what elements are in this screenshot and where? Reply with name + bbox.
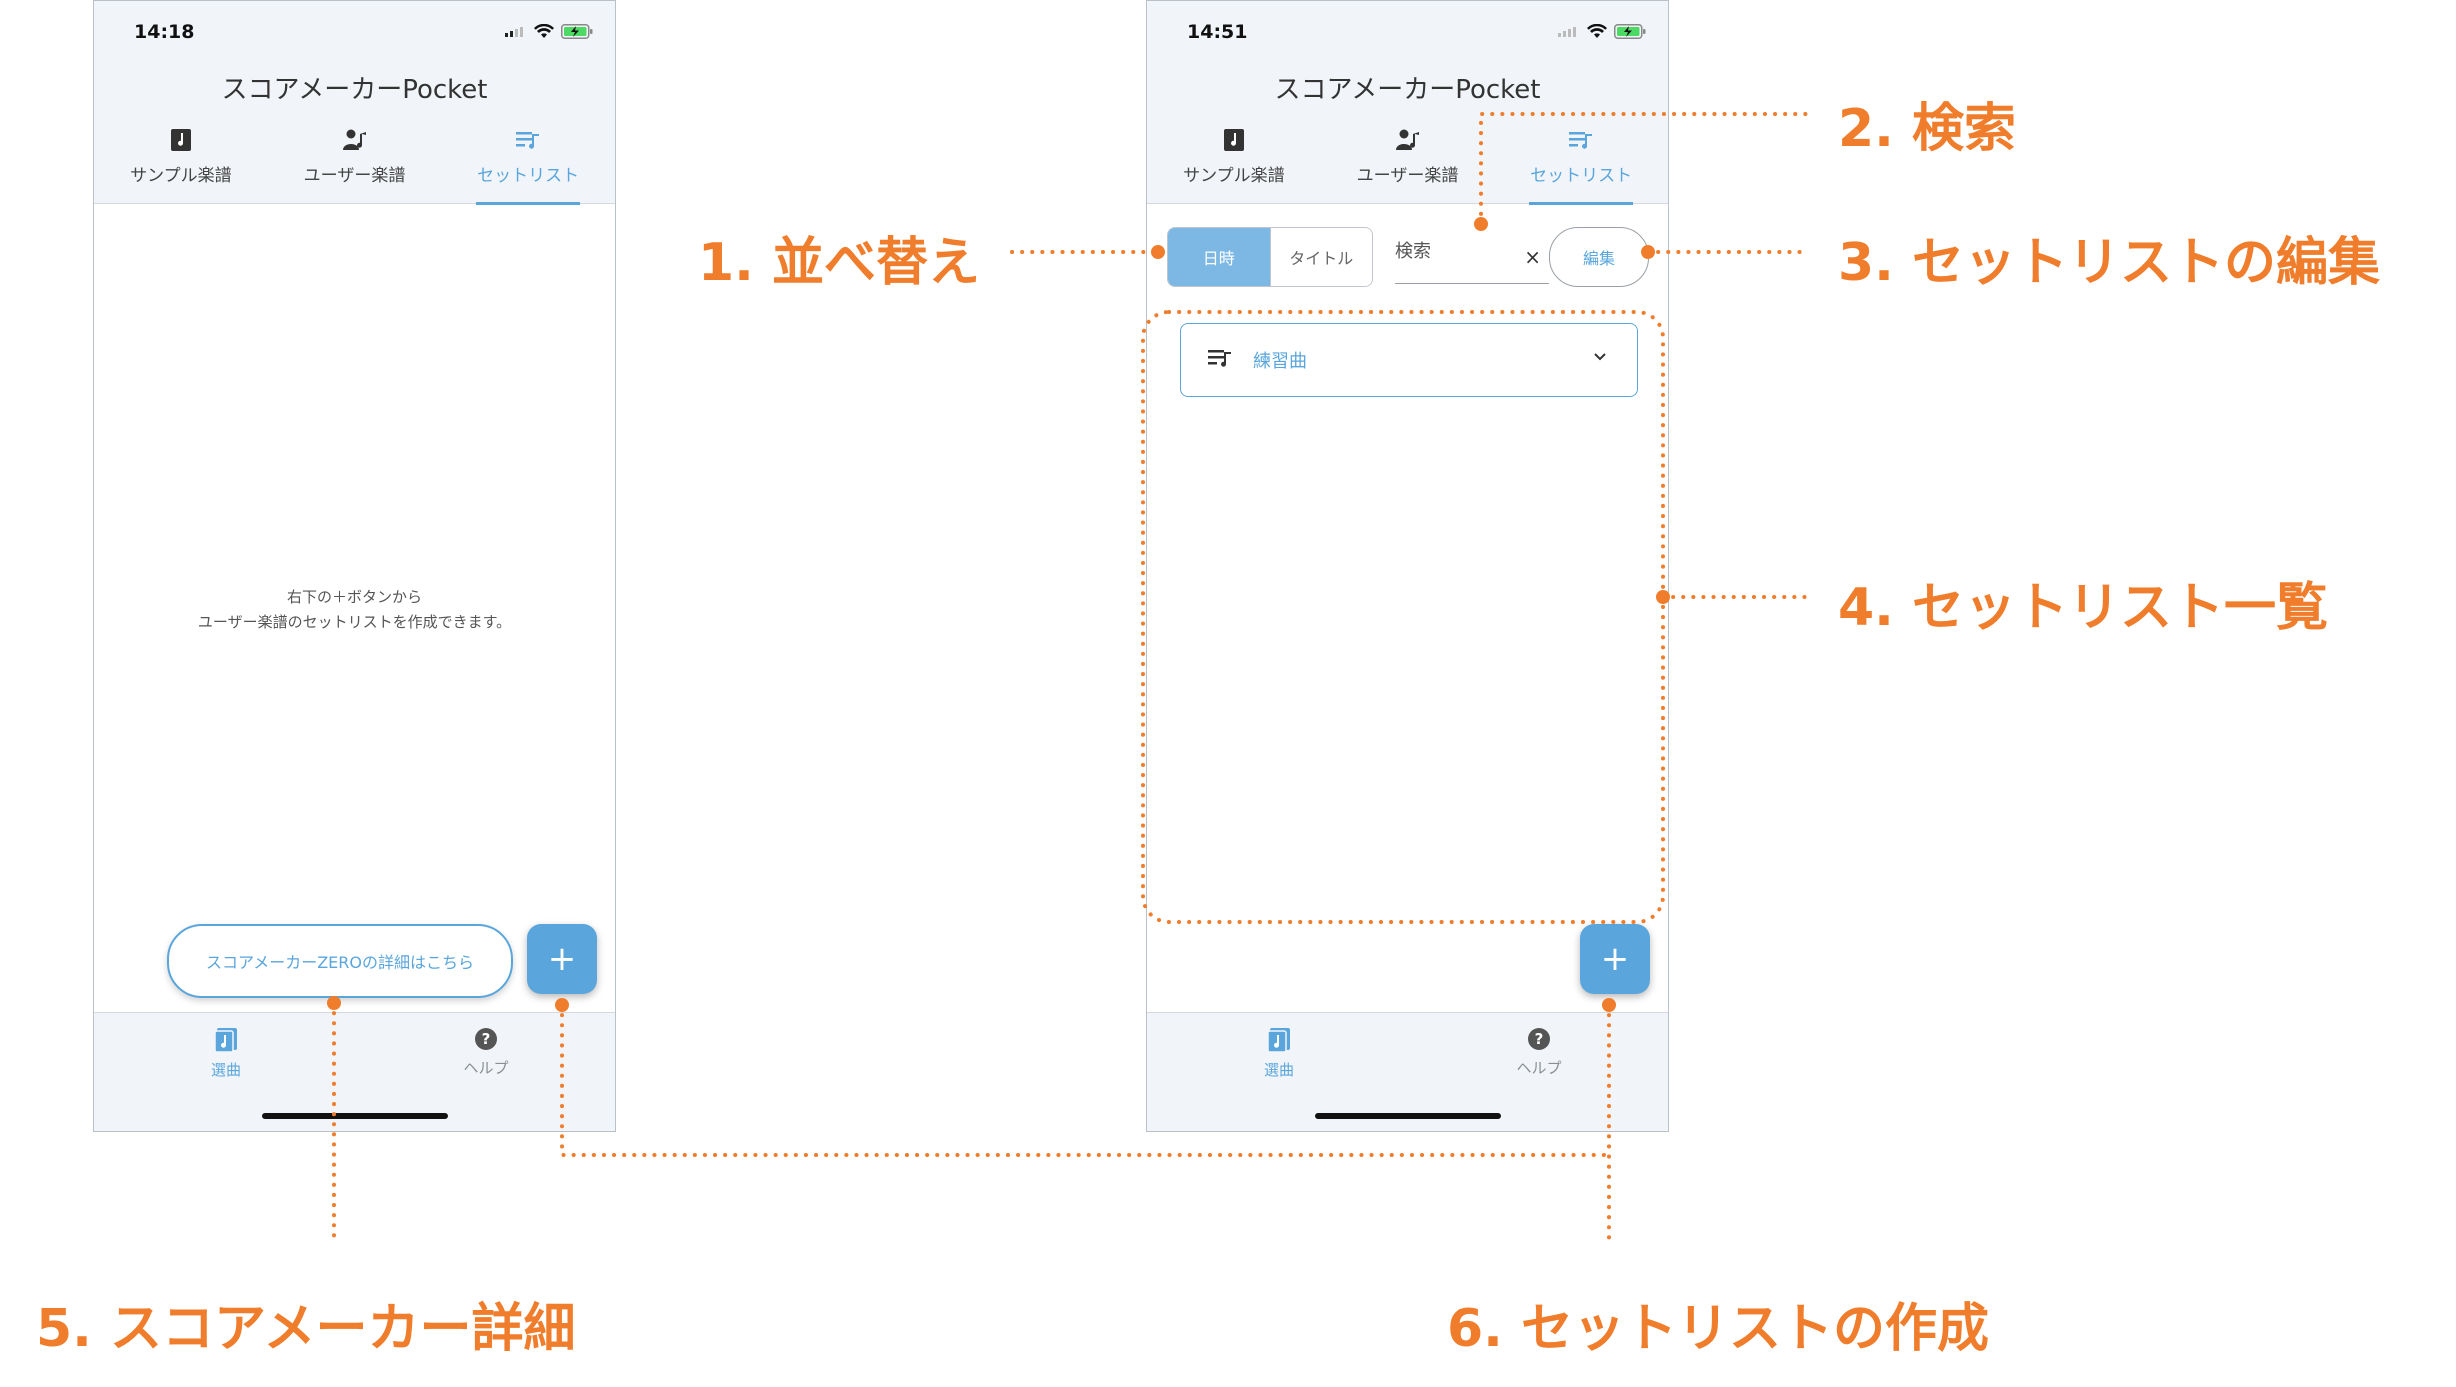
nav-help[interactable]: ? ヘルプ	[446, 1027, 526, 1078]
annotation-create-setlist: 6. セットリストの作成	[1447, 1299, 1990, 1359]
app-title: スコアメーカーPocket	[1274, 75, 1541, 105]
create-setlist-button[interactable]: +	[1580, 924, 1650, 994]
tab-label: サンプル楽譜	[130, 166, 232, 186]
empty-message: 右下の＋ボタンから ユーザー楽譜のセットリストを作成できます。	[94, 585, 615, 635]
bottom-nav: 選曲 ? ヘルプ	[94, 1012, 615, 1131]
empty-message-line: 右下の＋ボタンから	[286, 588, 422, 606]
tab-label: サンプル楽譜	[1183, 166, 1285, 186]
sort-by-title-button[interactable]: タイトル	[1269, 228, 1372, 286]
help-icon: ?	[475, 1028, 497, 1050]
score-icon	[170, 129, 191, 151]
wifi-icon	[534, 23, 554, 38]
svg-text:?: ?	[1535, 1030, 1544, 1048]
tab-setlist[interactable]: セットリスト	[441, 125, 615, 205]
clear-search-button[interactable]: ×	[1524, 245, 1541, 269]
app-header: 14:51 スコアメーカーPocket サンプル楽譜 ユーザー楽譜 セットリスト	[1147, 1, 1668, 205]
tab-bar: サンプル楽譜 ユーザー楽譜 セットリスト	[1147, 125, 1668, 205]
tab-user-scores[interactable]: ユーザー楽譜	[268, 125, 442, 203]
battery-charging-icon	[561, 23, 593, 39]
edit-setlist-button[interactable]: 編集	[1549, 227, 1649, 287]
battery-charging-icon	[1614, 23, 1646, 39]
tab-label: ユーザー楽譜	[303, 166, 406, 186]
home-indicator	[261, 1113, 448, 1119]
status-time: 14:18	[134, 21, 195, 43]
setlist-icon	[516, 132, 540, 149]
status-icons	[1558, 23, 1646, 39]
search-input[interactable]	[1395, 239, 1505, 260]
nav-label: ヘルプ	[463, 1059, 509, 1077]
setlist-name: 練習曲	[1253, 351, 1307, 372]
create-setlist-button[interactable]: +	[527, 924, 597, 994]
nav-select-song[interactable]: 選曲	[186, 1027, 266, 1080]
user-score-icon	[342, 129, 366, 150]
chevron-down-icon[interactable]	[1591, 348, 1609, 366]
nav-label: 選曲	[1263, 1061, 1294, 1079]
nav-select-song[interactable]: 選曲	[1239, 1027, 1319, 1080]
phone-screen-1: 14:18 スコアメーカーPocket サンプル楽譜 ユーザー楽譜 セットリスト…	[93, 0, 616, 1132]
search-field: ×	[1395, 231, 1549, 284]
annotation-search: 2. 検索	[1838, 99, 2017, 159]
app-header: 14:18 スコアメーカーPocket サンプル楽譜 ユーザー楽譜 セットリスト	[94, 1, 615, 205]
annotation-edit-setlist: 3. セットリストの編集	[1838, 233, 2381, 293]
setlist-item[interactable]: 練習曲	[1180, 323, 1638, 397]
tab-active-indicator	[476, 202, 581, 205]
empty-message-line: ユーザー楽譜のセットリストを作成できます。	[197, 613, 512, 631]
sort-toggle: 日時 タイトル	[1167, 227, 1373, 287]
bottom-nav: 選曲 ? ヘルプ	[1147, 1012, 1668, 1131]
tab-user-scores[interactable]: ユーザー楽譜	[1321, 125, 1495, 203]
status-icons	[505, 23, 593, 39]
phone-screen-2: 14:51 スコアメーカーPocket サンプル楽譜 ユーザー楽譜 セットリスト…	[1146, 0, 1669, 1132]
tab-setlist[interactable]: セットリスト	[1494, 125, 1668, 205]
help-icon: ?	[1528, 1028, 1550, 1050]
annotation-scoremaker-details: 5. スコアメーカー詳細	[36, 1299, 576, 1359]
nav-label: 選曲	[210, 1061, 241, 1079]
annotation-setlist-list: 4. セットリスト一覧	[1838, 578, 2329, 638]
tab-label: ユーザー楽譜	[1356, 166, 1459, 186]
signal-icon	[505, 27, 523, 37]
user-score-icon	[1395, 129, 1419, 150]
status-time: 14:51	[1187, 21, 1248, 43]
select-song-icon	[214, 1028, 237, 1053]
svg-text:?: ?	[482, 1030, 491, 1048]
tab-label: セットリスト	[1530, 166, 1633, 186]
signal-icon	[1558, 27, 1576, 37]
setlist-icon	[1569, 132, 1593, 149]
app-title: スコアメーカーPocket	[221, 75, 488, 105]
setlist-icon	[1208, 350, 1231, 367]
tab-active-indicator	[1529, 202, 1634, 205]
nav-label: ヘルプ	[1516, 1059, 1562, 1077]
nav-help[interactable]: ? ヘルプ	[1499, 1027, 1579, 1078]
tab-label: セットリスト	[477, 166, 580, 186]
sort-by-date-button[interactable]: 日時	[1168, 228, 1270, 286]
scoremaker-zero-details-button[interactable]: スコアメーカーZEROの詳細はこちら	[167, 924, 513, 998]
tab-sample-scores[interactable]: サンプル楽譜	[94, 125, 268, 203]
home-indicator	[1314, 1113, 1501, 1119]
annotation-sort: 1. 並べ替え	[698, 233, 981, 293]
score-icon	[1223, 129, 1244, 151]
tab-bar: サンプル楽譜 ユーザー楽譜 セットリスト	[94, 125, 615, 205]
wifi-icon	[1587, 23, 1607, 38]
select-song-icon	[1267, 1028, 1290, 1053]
tab-sample-scores[interactable]: サンプル楽譜	[1147, 125, 1321, 203]
